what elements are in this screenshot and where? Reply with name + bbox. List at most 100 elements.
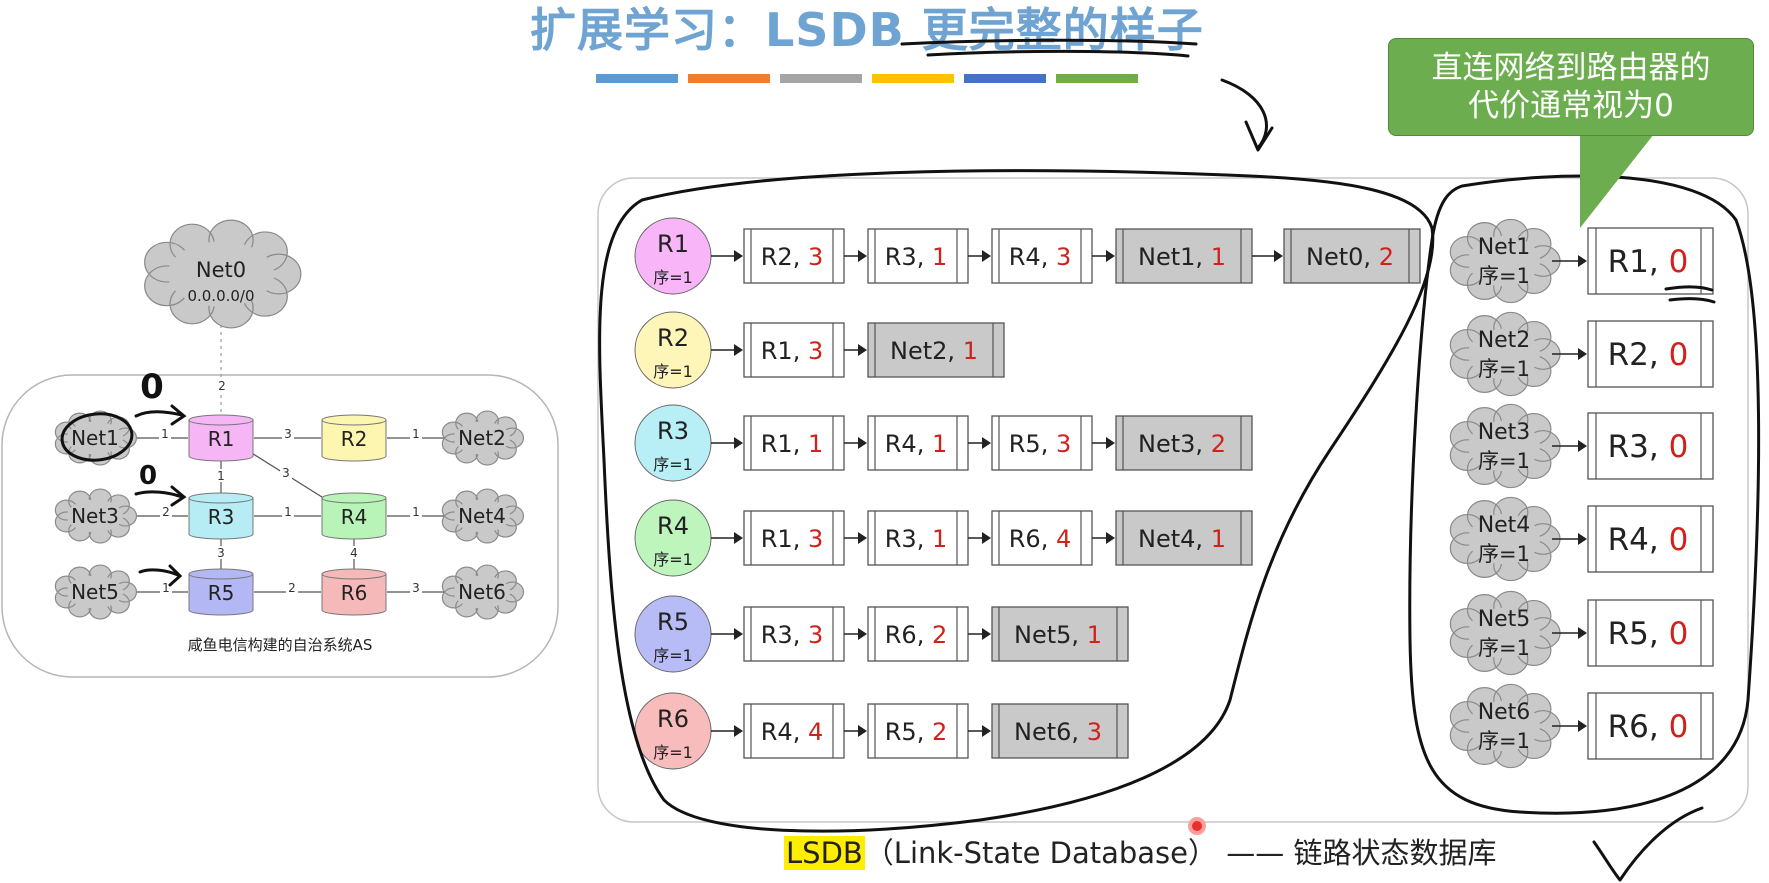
arrow-head	[858, 437, 867, 449]
entry-target: Net3,	[1138, 430, 1211, 458]
lsa-entry-r3: R3, 3	[743, 606, 845, 662]
entry-target: R2,	[1608, 337, 1669, 373]
entry-target: Net0,	[1306, 243, 1379, 271]
entry-cost: 0	[1669, 616, 1689, 652]
arrow-head	[858, 725, 867, 737]
entry-label: R3, 1	[885, 525, 947, 553]
page-title: 扩展学习：LSDB 更完整的样子	[530, 0, 1204, 60]
lsa-entry-r6: R6, 4	[991, 510, 1093, 566]
net-node-label: Net6	[1478, 700, 1531, 725]
seq-label: 序=1	[653, 646, 693, 665]
net-cloud-net4	[441, 488, 525, 544]
laser-pointer-dot	[1188, 817, 1206, 835]
net-node-cloud	[1449, 496, 1561, 582]
entry-target: R3,	[885, 243, 932, 271]
router-body-mask	[322, 450, 386, 456]
entry-box	[743, 510, 845, 566]
as-boundary	[1, 374, 559, 678]
router-node-label: R4	[657, 512, 689, 540]
title-underline	[900, 38, 1198, 58]
seq-label: 序=1	[653, 743, 693, 762]
seq-label: 序=1	[1478, 357, 1530, 381]
accent-bar	[1056, 74, 1138, 83]
entry-cost: 0	[1669, 709, 1689, 745]
entry-target: R5,	[1009, 430, 1056, 458]
cloud-fill	[453, 421, 511, 455]
entry-cost: 1	[932, 430, 947, 458]
entry-cost: 3	[808, 337, 823, 365]
arrow-head	[734, 250, 743, 262]
lsa-entry-r5: R5, 0	[1587, 599, 1714, 667]
arrow-head	[1578, 255, 1587, 267]
seq-label: 序=1	[1478, 729, 1530, 753]
entry-box	[991, 510, 1093, 566]
net0-cloud	[144, 219, 302, 329]
footer-caption: LSDB（Link-State Database） —— 链路状态数据库	[784, 830, 1496, 872]
arrow-head	[1578, 440, 1587, 452]
seq-label: 序=1	[1478, 449, 1530, 473]
entry-target: Net6,	[1014, 718, 1087, 746]
entry-box	[1587, 599, 1714, 667]
lsa-entry-net4: Net4, 1	[1115, 510, 1253, 566]
lsdb-tag: LSDB	[784, 836, 865, 870]
router-node-label: R3	[657, 417, 689, 445]
annotation-net3-cost: 0	[139, 461, 157, 491]
seq-label: 序=1	[1478, 636, 1530, 660]
entry-label: R6, 0	[1608, 709, 1689, 745]
cost-label-bg	[215, 546, 227, 559]
cost-label-bg	[160, 505, 172, 518]
cost-label-bg	[216, 379, 228, 392]
entry-label: R3, 0	[1608, 429, 1689, 465]
callout-line-2: 代价通常视为0	[1468, 88, 1674, 124]
lsa-entry-net5: Net5, 1	[991, 606, 1129, 662]
lsa-entry-r5: R5, 3	[991, 415, 1093, 471]
seq-label: 序=1	[653, 268, 693, 287]
net-cloud-net2	[441, 410, 525, 466]
lsa-entry-net3: Net3, 2	[1115, 415, 1253, 471]
lsa-entry-r1: R1, 1	[743, 415, 845, 471]
seq-label: 序=1	[1478, 264, 1530, 288]
arrow-head	[1106, 532, 1115, 544]
net-column-loop	[1408, 174, 1761, 815]
title-rest: 更完整的样子	[904, 3, 1204, 57]
cost-label-r3-r4: 1	[284, 505, 292, 519]
cost-label-bg	[280, 466, 292, 479]
entry-box	[991, 228, 1093, 284]
lsa-entry-r1: R1, 3	[743, 510, 845, 566]
net-label-net3: Net3	[71, 504, 119, 528]
entry-target: R5,	[1608, 616, 1669, 652]
router-body-mask	[189, 528, 253, 534]
entry-target: R4,	[1009, 243, 1056, 271]
arrow-head	[1106, 250, 1115, 262]
cloud-fill	[453, 499, 511, 533]
router-top	[188, 414, 254, 426]
arrow-head	[1274, 250, 1283, 262]
entry-box	[991, 703, 1129, 759]
lsa-entry-r6: R6, 2	[867, 606, 969, 662]
entry-box	[867, 322, 1005, 378]
net-label-net5: Net5	[71, 580, 119, 604]
entry-cost: 3	[1056, 243, 1071, 271]
router-r1: R1	[188, 414, 254, 462]
entry-label: R1, 3	[761, 525, 823, 553]
entry-label: R5, 3	[1009, 430, 1071, 458]
entry-cost: 1	[932, 243, 947, 271]
arrow-head	[734, 344, 743, 356]
entry-label: Net0, 2	[1306, 243, 1394, 271]
router-top	[321, 568, 387, 580]
arrow-head	[1578, 348, 1587, 360]
entry-box	[1587, 227, 1714, 295]
seq-label: 序=1	[653, 455, 693, 474]
accent-bar	[780, 74, 862, 83]
entry-box	[867, 415, 969, 471]
title-plain: 扩展学习：	[530, 3, 765, 57]
cost-label-r1-r2: 3	[284, 427, 292, 441]
cost-label-bg	[410, 581, 422, 594]
lsa-entry-r3: R3, 1	[867, 510, 969, 566]
entry-target: R4,	[885, 430, 932, 458]
entry-target: R2,	[761, 243, 808, 271]
